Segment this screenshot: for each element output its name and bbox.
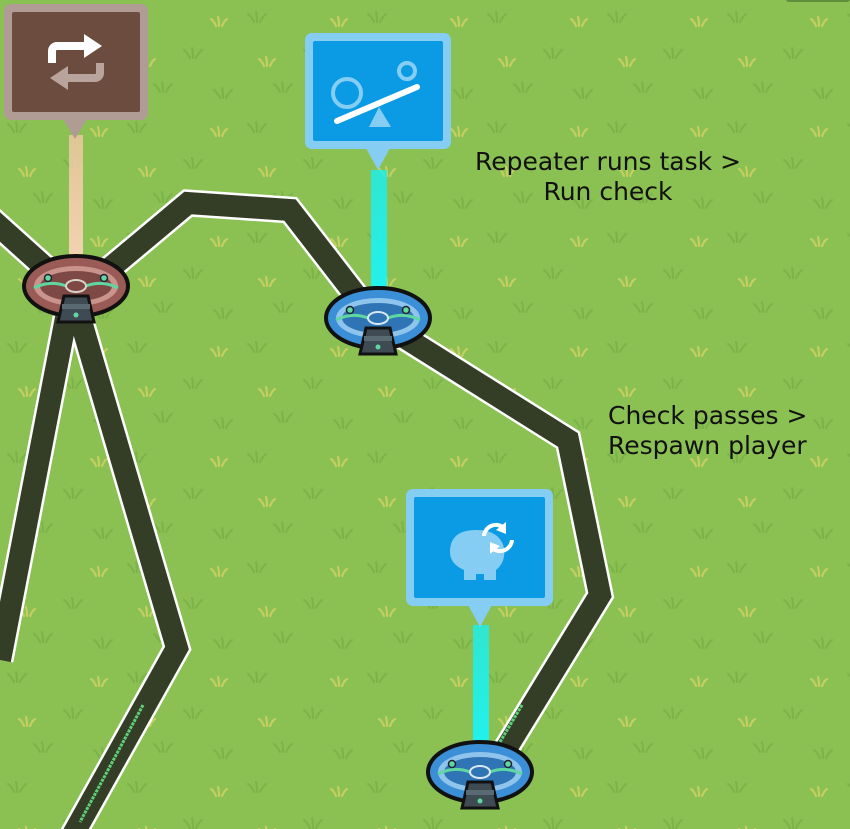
annotation-line: Repeater runs task >: [474, 147, 742, 176]
respawner-beam: [473, 625, 489, 773]
annotation-repeater-to-check: Repeater runs task > Run check: [458, 147, 758, 207]
map-edge-shadow: [786, 0, 850, 2]
respawn-character-icon: [450, 522, 514, 580]
respawner-bubble-tail: [468, 605, 492, 627]
checker-bubble-tail: [366, 148, 390, 170]
repeat-icon: [48, 34, 104, 90]
repeater-beam: [69, 135, 83, 290]
checker-beam: [371, 170, 387, 320]
respawner-base[interactable]: [424, 734, 536, 814]
wire-signal-pulse: [498, 704, 524, 743]
annotation-line: Check passes >: [608, 401, 808, 430]
checker-base[interactable]: [322, 280, 434, 360]
respawner-icon-bubble[interactable]: [406, 489, 553, 606]
annotation-line: Respawn player: [608, 431, 807, 460]
repeater-icon-bubble[interactable]: [4, 4, 148, 120]
annotation-check-to-respawn: Check passes > Respawn player: [608, 401, 807, 461]
repeater-bubble-tail: [63, 119, 87, 139]
checker-icon-bubble[interactable]: [305, 33, 451, 149]
repeater-base[interactable]: [20, 248, 132, 328]
wire-signal-pulse: [78, 704, 145, 823]
annotation-line: Run check: [543, 177, 673, 206]
seesaw-balance-icon: [331, 61, 420, 127]
